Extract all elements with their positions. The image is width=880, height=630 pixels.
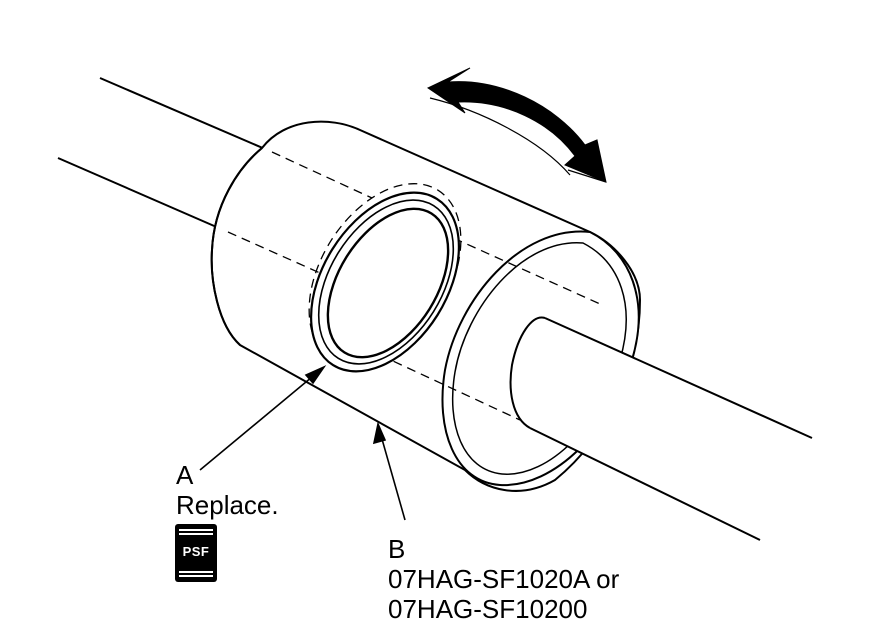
- badge-bar-bottom: [179, 575, 213, 577]
- callout-b-line1: 07HAG-SF1020A or: [388, 564, 620, 594]
- leader-b: [379, 431, 406, 521]
- shaft-right: [509, 316, 813, 541]
- shaft-bottom-edge-left: [57, 157, 229, 233]
- bearing-a: [309, 191, 461, 373]
- psf-grease-icon: PSF: [175, 524, 217, 582]
- psf-badge-label: PSF: [182, 544, 210, 559]
- shaft-right-body: [510, 317, 812, 540]
- hidden-shaft-top-1: [271, 151, 373, 199]
- curved-double-arrow-icon: [426, 67, 607, 183]
- callout-b-line2: 07HAG-SF10200: [388, 594, 588, 624]
- leader-a-arrowhead: [304, 365, 327, 385]
- leader-a: [199, 371, 319, 471]
- leader-b-arrowhead: [372, 421, 387, 445]
- shaft-top-edge-right: [544, 317, 813, 439]
- badge-bar-bottom-2: [179, 571, 213, 573]
- hidden-shaft-bottom-1: [227, 231, 321, 274]
- hidden-shaft-bottom-2: [379, 354, 521, 421]
- bearing-inner-ring: [326, 207, 450, 359]
- shaft-top-edge-left: [99, 77, 273, 153]
- badge-bar-top: [179, 529, 213, 531]
- shaft-right-end: [509, 316, 546, 429]
- collar-front-face-rim: [451, 242, 627, 475]
- badge-bar-top-2: [179, 533, 213, 535]
- callout-a-letter: A: [176, 460, 194, 490]
- callout-b-letter: B: [388, 534, 406, 564]
- leader-lines: [199, 365, 406, 521]
- bearing-ring-2: [317, 199, 455, 365]
- shaft: [57, 77, 273, 233]
- shaft-bottom-edge-right: [529, 427, 761, 541]
- callout-a-text: Replace.: [176, 490, 279, 520]
- collar-left-end: [210, 147, 263, 346]
